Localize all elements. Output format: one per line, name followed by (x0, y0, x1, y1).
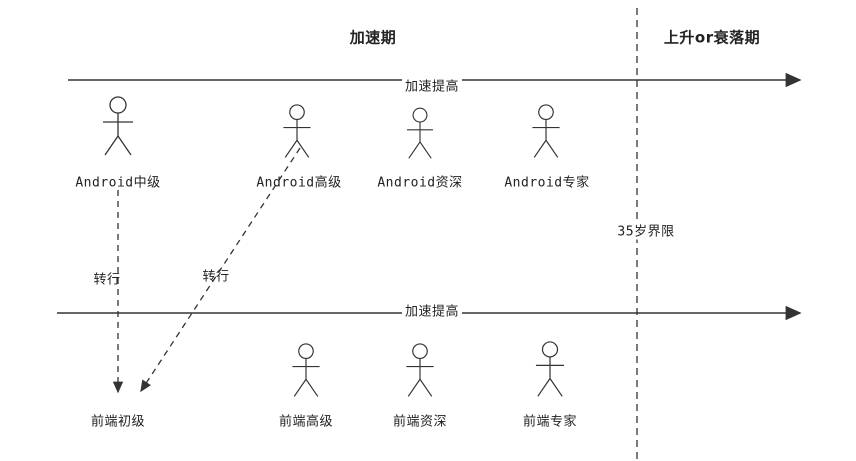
top-axis-label: 加速提高 (401, 75, 463, 95)
age-boundary-label: 35岁界限 (614, 220, 678, 240)
bottom-axis-label: 加速提高 (401, 300, 463, 320)
stick-figure-icon (283, 104, 311, 158)
actor-frontend-veteran-label: 前端资深 (392, 414, 448, 430)
transfer-arrow-senior-to-junior (140, 147, 301, 393)
stick-figure-icon (532, 104, 560, 158)
actor-frontend-expert-label: 前端专家 (522, 414, 578, 430)
actor-android-veteran-label: Android资深 (377, 175, 463, 191)
transfer-label-1: 转行 (93, 272, 121, 288)
stick-figure-icon (103, 96, 133, 156)
actor-android-expert-label: Android专家 (504, 175, 590, 191)
actor-frontend-expert (529, 341, 571, 405)
actor-android-mid (96, 96, 140, 164)
actor-android-veteran (401, 107, 439, 167)
stick-figure-icon (407, 107, 433, 159)
actor-frontend-senior (286, 343, 326, 405)
actor-android-mid-label: Android中级 (75, 175, 161, 191)
transfer-label-2: 转行 (202, 269, 230, 285)
phase-label-rise-or-decline: 上升or衰落期 (663, 28, 761, 47)
actor-android-expert (526, 104, 566, 166)
phase-label-acceleration: 加速期 (349, 28, 397, 47)
actor-android-senior-label: Android高级 (256, 175, 342, 191)
actor-frontend-veteran (400, 343, 440, 405)
actor-android-senior (277, 104, 317, 166)
actor-frontend-junior-label: 前端初级 (90, 414, 146, 430)
stick-figure-icon (535, 341, 565, 397)
stick-figure-icon (292, 343, 320, 397)
stick-figure-icon (406, 343, 434, 397)
actor-frontend-senior-label: 前端高级 (278, 414, 334, 430)
